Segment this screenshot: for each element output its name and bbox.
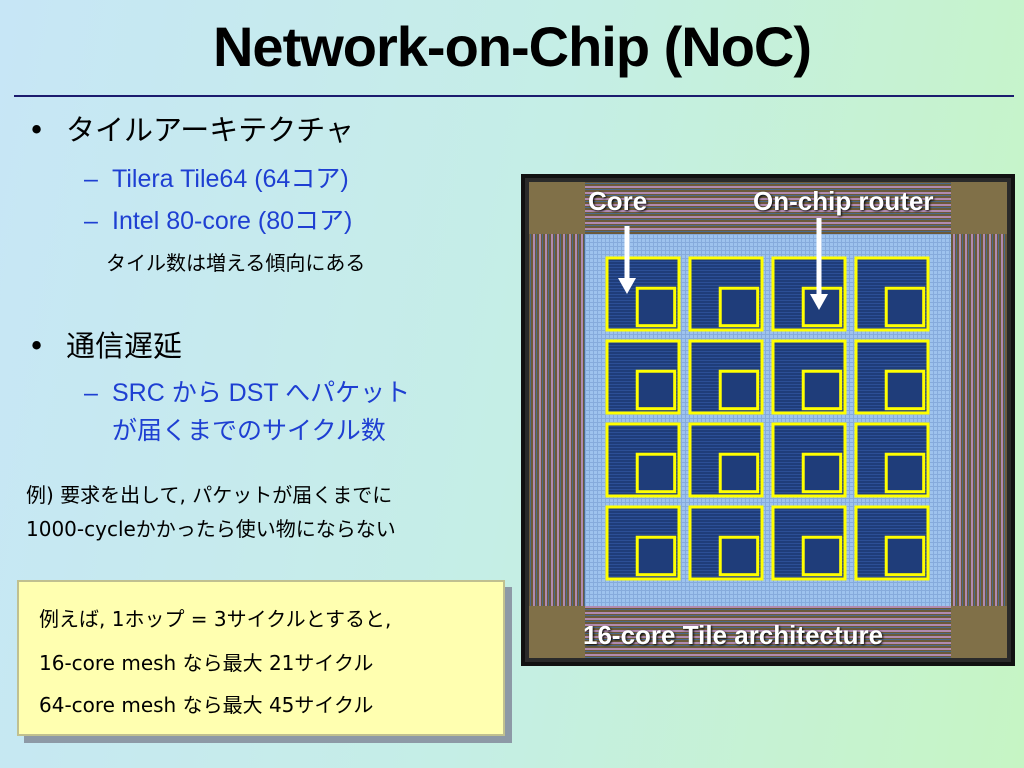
core-tile — [688, 339, 764, 415]
router-arrow-head — [810, 294, 828, 310]
router-block — [635, 369, 677, 411]
example-line-2: 1000-cycleかかったら使い物にならない — [26, 517, 396, 541]
router-block — [635, 286, 677, 328]
core-tile — [605, 422, 681, 498]
sub-text: SRC から DST へパケット — [112, 379, 411, 407]
tile-grid — [605, 256, 930, 581]
router-block — [884, 286, 926, 328]
sub-dash: – — [84, 165, 98, 193]
core-tile — [605, 256, 681, 332]
router-block — [884, 369, 926, 411]
router-block — [718, 452, 760, 494]
core-tile — [605, 505, 681, 581]
router-block — [801, 452, 843, 494]
sub-text: Tilera Tile64 (64コア) — [112, 165, 349, 193]
router-block — [718, 535, 760, 577]
example-text: 例) 要求を出して, パケットが届くまでに 1000-cycleかかったら使い物… — [26, 478, 396, 546]
title-divider — [14, 95, 1014, 97]
core-tile — [688, 505, 764, 581]
bullet-tile-architecture: • タイルアーキテクチャ — [28, 110, 354, 150]
router-block — [884, 452, 926, 494]
core-tile — [854, 422, 930, 498]
core-tile — [854, 256, 930, 332]
bullet-dot: • — [28, 329, 46, 363]
example-line-1: 例) 要求を出して, パケットが届くまでに — [26, 483, 393, 507]
hop-calculation-box: 例えば, 1ホップ = 3サイクルとすると, 16-core mesh なら最大… — [17, 580, 505, 736]
sub-dash: – — [84, 207, 98, 235]
sub-item-intel: –Intel 80-core (80コア) — [84, 204, 352, 238]
sub-item-tilera: –Tilera Tile64 (64コア) — [84, 162, 349, 196]
router-block — [635, 452, 677, 494]
chip-die-image: Core On-chip router 16-core Tile archite… — [521, 174, 1015, 666]
router-block — [718, 369, 760, 411]
sub-dash: – — [84, 379, 98, 407]
slide-title: Network-on-Chip (NoC) — [212, 15, 812, 78]
core-tile — [854, 339, 930, 415]
bullet-latency: • 通信遅延 — [28, 326, 182, 366]
calc-line-3: 64-core mesh なら最大 45サイクル — [39, 693, 374, 717]
tile-count-note: タイル数は増える傾向にある — [106, 251, 366, 275]
core-tile — [605, 339, 681, 415]
router-block — [801, 369, 843, 411]
core-label: Core — [588, 186, 648, 216]
bullet-text: 通信遅延 — [66, 329, 183, 363]
bullet-text: タイルアーキテクチャ — [66, 113, 354, 147]
chip-layout-graphic — [525, 178, 1011, 662]
router-label: On-chip router — [753, 186, 934, 216]
io-ring-right — [951, 234, 1007, 606]
router-block — [801, 535, 843, 577]
core-tile — [771, 422, 847, 498]
calc-line-1: 例えば, 1ホップ = 3サイクルとすると, — [39, 607, 392, 631]
sub-item-src-dst-cont: が届くまでのサイクル数 — [112, 416, 386, 445]
core-tile — [688, 256, 764, 332]
calc-line-2: 16-core mesh なら最大 21サイクル — [39, 651, 374, 675]
sub-item-src-dst: –SRC から DST へパケット — [84, 376, 410, 410]
core-tile — [771, 339, 847, 415]
chip-caption: 16-core Tile architecture — [583, 620, 884, 650]
io-ring-top — [529, 182, 1007, 234]
core-arrow-head — [618, 278, 636, 294]
router-block — [801, 286, 843, 328]
core-tile — [771, 256, 847, 332]
core-tile — [771, 505, 847, 581]
io-ring-bottom — [529, 606, 1007, 658]
router-block — [635, 535, 677, 577]
core-tile — [854, 505, 930, 581]
router-block — [884, 535, 926, 577]
core-tile — [688, 422, 764, 498]
io-ring-left — [529, 234, 585, 606]
bullet-dot: • — [28, 113, 46, 147]
router-block — [718, 286, 760, 328]
sub-text: Intel 80-core (80コア) — [112, 207, 353, 235]
